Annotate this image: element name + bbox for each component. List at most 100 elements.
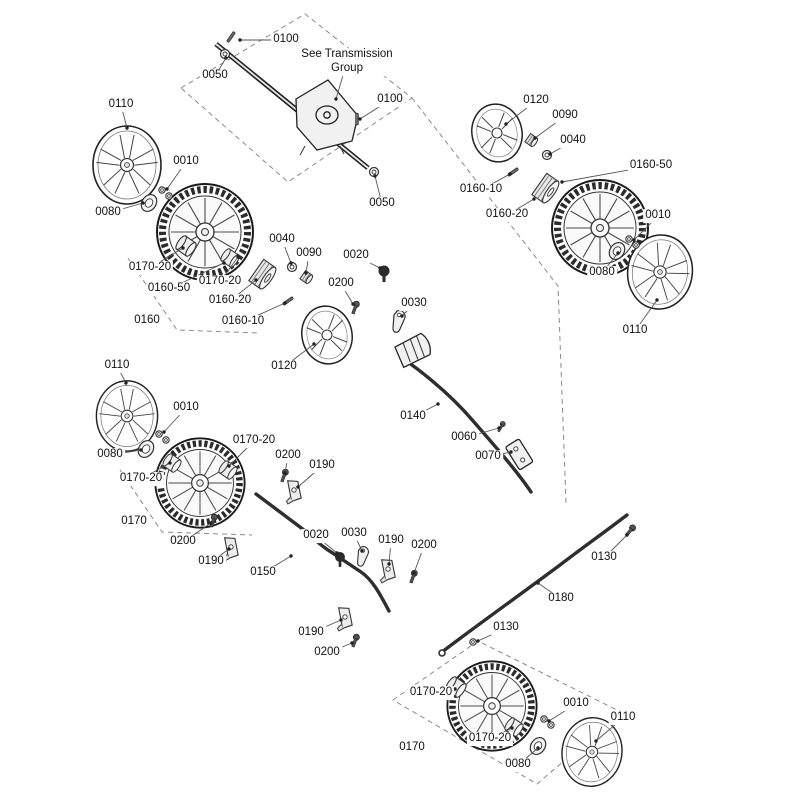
mount-bracket-0070 [505,438,534,471]
hub-cap [295,300,359,370]
washer [162,436,170,444]
leader-line [359,99,391,120]
leader-line [517,747,539,766]
leader-dot [283,301,287,305]
leader-dot [162,430,166,434]
leader-dot [358,117,362,121]
wheel-group-outline [119,469,253,536]
leader-line [326,642,353,654]
leader-dot [625,533,629,537]
leader-line [281,239,292,264]
leader-dot [548,152,552,156]
leader-dot [351,302,355,306]
washer [165,192,173,200]
leader-dot [536,581,540,585]
axle-rods [254,355,629,657]
leader-dot [254,278,258,282]
leader-dot [594,739,598,743]
leader-dot [536,746,540,750]
leader-dot [289,261,293,265]
leader-dot [509,450,513,454]
leader-line [549,140,574,155]
leader-dot [224,56,228,60]
washer [469,638,477,646]
bolt [495,420,507,434]
washer [625,235,633,243]
leader-dot [632,238,636,242]
washer [540,715,548,723]
rod-bracket [334,605,354,632]
leader-dot [209,521,213,525]
leader-line [116,365,127,384]
leader-dot [400,314,404,318]
center-group-outline [411,97,567,504]
leader-line [537,582,562,600]
leader-dot [141,201,145,205]
leader-line [413,545,425,574]
leader-dot [236,255,240,259]
leader-line [353,533,363,552]
leader-line [374,175,383,205]
rod-bracket [377,557,397,584]
leader-dot [533,136,537,140]
leader-line [506,198,535,216]
wheel-cover [556,713,628,791]
leader-dot [165,187,169,191]
leader-dot [412,571,416,575]
transmission-mount-tabs [299,145,345,156]
link-rod-0180 [440,513,629,654]
leader-line [214,57,227,77]
leader-line [242,302,286,323]
leader-line [163,407,187,433]
drive-gear [248,258,280,292]
leader-line [401,303,415,317]
leader-dot [227,464,231,468]
rod-eye [438,649,446,657]
leader-dot [124,381,128,385]
leader-dot [168,461,172,465]
leader-dot [238,38,242,42]
leader-dot [655,298,659,302]
wheel-tire [447,661,536,750]
leader-dot [222,261,226,265]
leader-line [310,619,342,634]
drive-gear [531,172,563,206]
leader-dot [360,549,364,553]
leader-line [166,161,187,190]
rod-bracket [283,478,303,505]
washer [155,430,163,438]
leader-dot [139,448,143,452]
leader-line [534,115,566,139]
washer [158,186,166,194]
leader-dot [312,342,316,346]
leader-dot [560,180,564,184]
leader-line [229,279,257,302]
axle-rod-0140 [399,355,533,494]
leader-dot [335,551,339,555]
leader-dot [436,402,440,406]
leader-dot [510,726,514,730]
leader-line [297,465,323,488]
wheel-tire [155,438,244,527]
leader-dot [289,554,293,558]
leader-line [120,104,128,129]
shaft-pin [226,30,236,44]
leader-dot [339,618,343,622]
shaft-pin [355,112,359,126]
leader-line [412,403,439,418]
leader-dot [504,122,508,126]
gear-group-outline [127,257,259,334]
washer [547,721,555,729]
transmission-shaft-highlight [215,43,369,169]
leader-line [335,61,348,100]
leader-line [480,173,511,191]
leader-dot [453,687,457,691]
leader-lines [107,38,659,766]
leader-dot [497,426,501,430]
leader-dot [378,266,382,270]
leader-dot [387,562,391,566]
leader-line [340,283,354,305]
hub-cap [465,98,529,168]
leader-dot [304,271,308,275]
